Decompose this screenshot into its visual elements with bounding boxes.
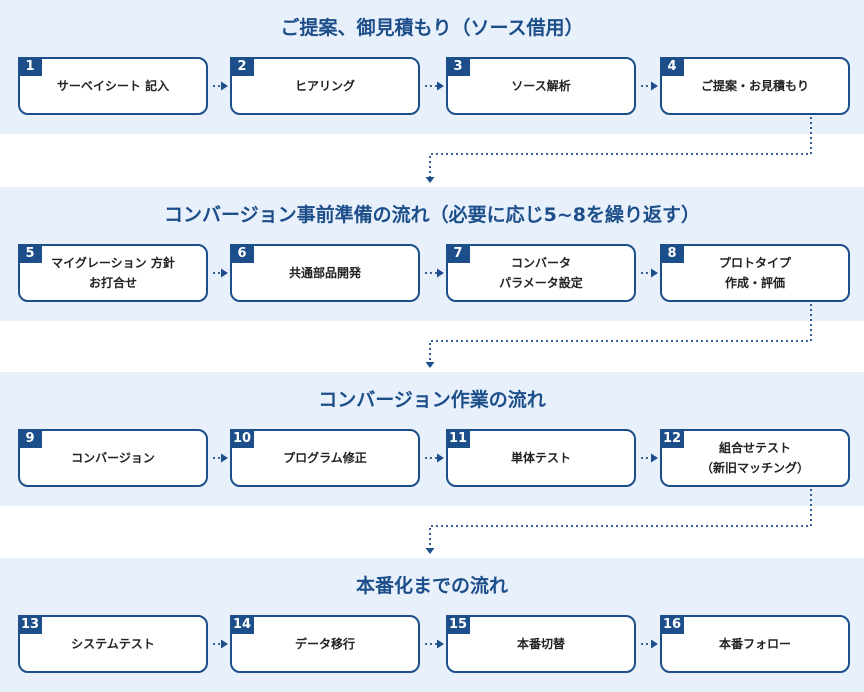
step-box-10: 10 プログラム修正: [230, 429, 420, 487]
phase-title-3: コンバージョン作業の流れ: [318, 389, 546, 411]
arrow-right-icon: [213, 81, 228, 91]
step-label: 単体テスト: [448, 431, 634, 485]
step-number: 2: [230, 57, 254, 76]
step-box-14: 14 データ移行: [230, 615, 420, 673]
step-label-line: 本番フォロー: [718, 637, 791, 651]
arrow-right-icon: [213, 453, 228, 463]
step-label-line: プロトタイプ: [718, 256, 791, 270]
step-number: 4: [660, 57, 684, 76]
step-number: 10: [230, 429, 254, 448]
step-box-13: 13 システムテスト: [18, 615, 208, 673]
step-box-6: 6 共通部品開発: [230, 244, 420, 302]
arrow-right-icon: [213, 268, 228, 278]
step-label-line: ソース解析: [511, 79, 571, 93]
step-box-12: 12 組合せテスト （新旧マッチング）: [660, 429, 850, 487]
step-number: 8: [660, 244, 684, 263]
arrow-right-icon: [425, 453, 444, 463]
step-label: プログラム修正: [232, 431, 418, 485]
step-label-line: パラメータ設定: [499, 276, 583, 290]
step-label-line: 組合せテスト: [718, 441, 791, 455]
step-box-3: 3 ソース解析: [446, 57, 636, 115]
step-box-9: 9 コンバージョン: [18, 429, 208, 487]
step-number: 12: [660, 429, 684, 448]
step-label: コンバータパラメータ設定: [448, 246, 634, 300]
step-number: 5: [18, 244, 42, 263]
step-label: システムテスト: [20, 617, 206, 671]
step-label-line: サーベイシート 記入: [56, 79, 170, 93]
arrow-right-icon: [641, 81, 658, 91]
step-label-line: （新旧マッチング）: [700, 461, 809, 475]
step-label: サーベイシート 記入: [20, 59, 206, 113]
step-label: データ移行: [232, 617, 418, 671]
step-label: コンバージョン: [20, 431, 206, 485]
step-number: 1: [18, 57, 42, 76]
step-number: 15: [446, 615, 470, 634]
step-label: 本番切替: [448, 617, 634, 671]
phase-title-4: 本番化までの流れ: [355, 575, 508, 597]
step-box-15: 15 本番切替: [446, 615, 636, 673]
arrow-right-icon: [425, 268, 444, 278]
step-label-line: ヒアリング: [294, 79, 355, 93]
step-label-line: システムテスト: [71, 637, 155, 651]
step-number: 3: [446, 57, 470, 76]
step-label-line: コンバータ: [510, 256, 571, 270]
step-label-line: 本番切替: [516, 637, 565, 651]
step-label-line: データ移行: [294, 637, 355, 651]
step-box-2: 2 ヒアリング: [230, 57, 420, 115]
arrow-right-icon: [425, 639, 444, 649]
step-number: 13: [18, 615, 42, 634]
step-label-line: お打合せ: [88, 276, 137, 290]
phase-title-1: ご提案、御見積もり（ソース借用）: [280, 17, 584, 39]
step-box-4: 4 ご提案・お見積もり: [660, 57, 850, 115]
step-number: 16: [660, 615, 684, 634]
step-number: 6: [230, 244, 254, 263]
phase-title-2: コンバージョン事前準備の流れ（必要に応じ5~8を繰り返す）: [164, 204, 700, 226]
step-label: ご提案・お見積もり: [662, 59, 848, 113]
step-label: プロトタイプ作成・評価: [662, 246, 848, 300]
step-number: 7: [446, 244, 470, 263]
arrow-right-icon: [641, 268, 658, 278]
step-label: 共通部品開発: [232, 246, 418, 300]
arrow-right-icon: [641, 453, 658, 463]
step-box-1: 1 サーベイシート 記入: [18, 57, 208, 115]
step-label-line: 共通部品開発: [288, 266, 361, 280]
step-label: ソース解析: [448, 59, 634, 113]
step-label-line: 作成・評価: [724, 276, 785, 290]
step-label-line: ご提案・お見積もり: [700, 79, 809, 93]
arrow-right-icon: [641, 639, 658, 649]
step-label: 本番フォロー: [662, 617, 848, 671]
step-number: 11: [446, 429, 470, 448]
step-number: 9: [18, 429, 42, 448]
step-box-11: 11 単体テスト: [446, 429, 636, 487]
step-label-line: マイグレーション 方針: [51, 256, 175, 270]
step-label: ヒアリング: [232, 59, 418, 113]
step-label: マイグレーション 方針お打合せ: [20, 246, 206, 300]
step-label-line: コンバージョン: [71, 451, 155, 465]
arrow-right-icon: [213, 639, 228, 649]
step-label: 組合せテスト （新旧マッチング）: [662, 431, 848, 485]
step-label-line: プログラム修正: [283, 451, 367, 465]
step-number: 14: [230, 615, 254, 634]
step-box-16: 16 本番フォロー: [660, 615, 850, 673]
step-label-line: 単体テスト: [510, 451, 571, 465]
arrow-right-icon: [425, 81, 444, 91]
